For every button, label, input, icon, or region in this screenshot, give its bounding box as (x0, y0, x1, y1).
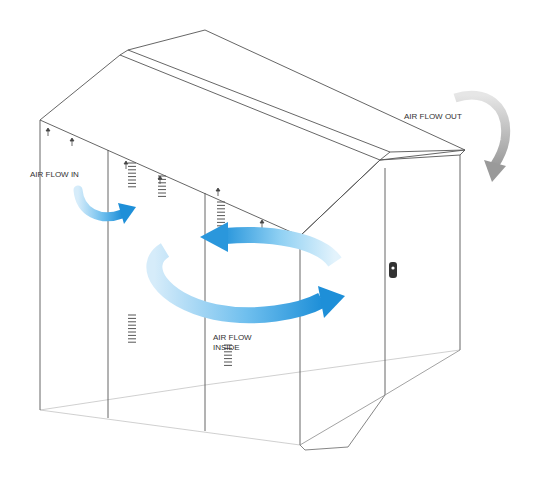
flow-label: AIR FLOW IN (30, 170, 79, 180)
air-in-arrow (78, 190, 136, 224)
shed-outline (40, 30, 465, 450)
door-handle (389, 262, 397, 278)
air-out-arrow (455, 95, 506, 182)
air-inside-arrow (154, 222, 345, 318)
flow-label: AIR FLOW OUT (404, 112, 462, 122)
flow-label: AIR FLOW INSIDE (213, 333, 257, 352)
